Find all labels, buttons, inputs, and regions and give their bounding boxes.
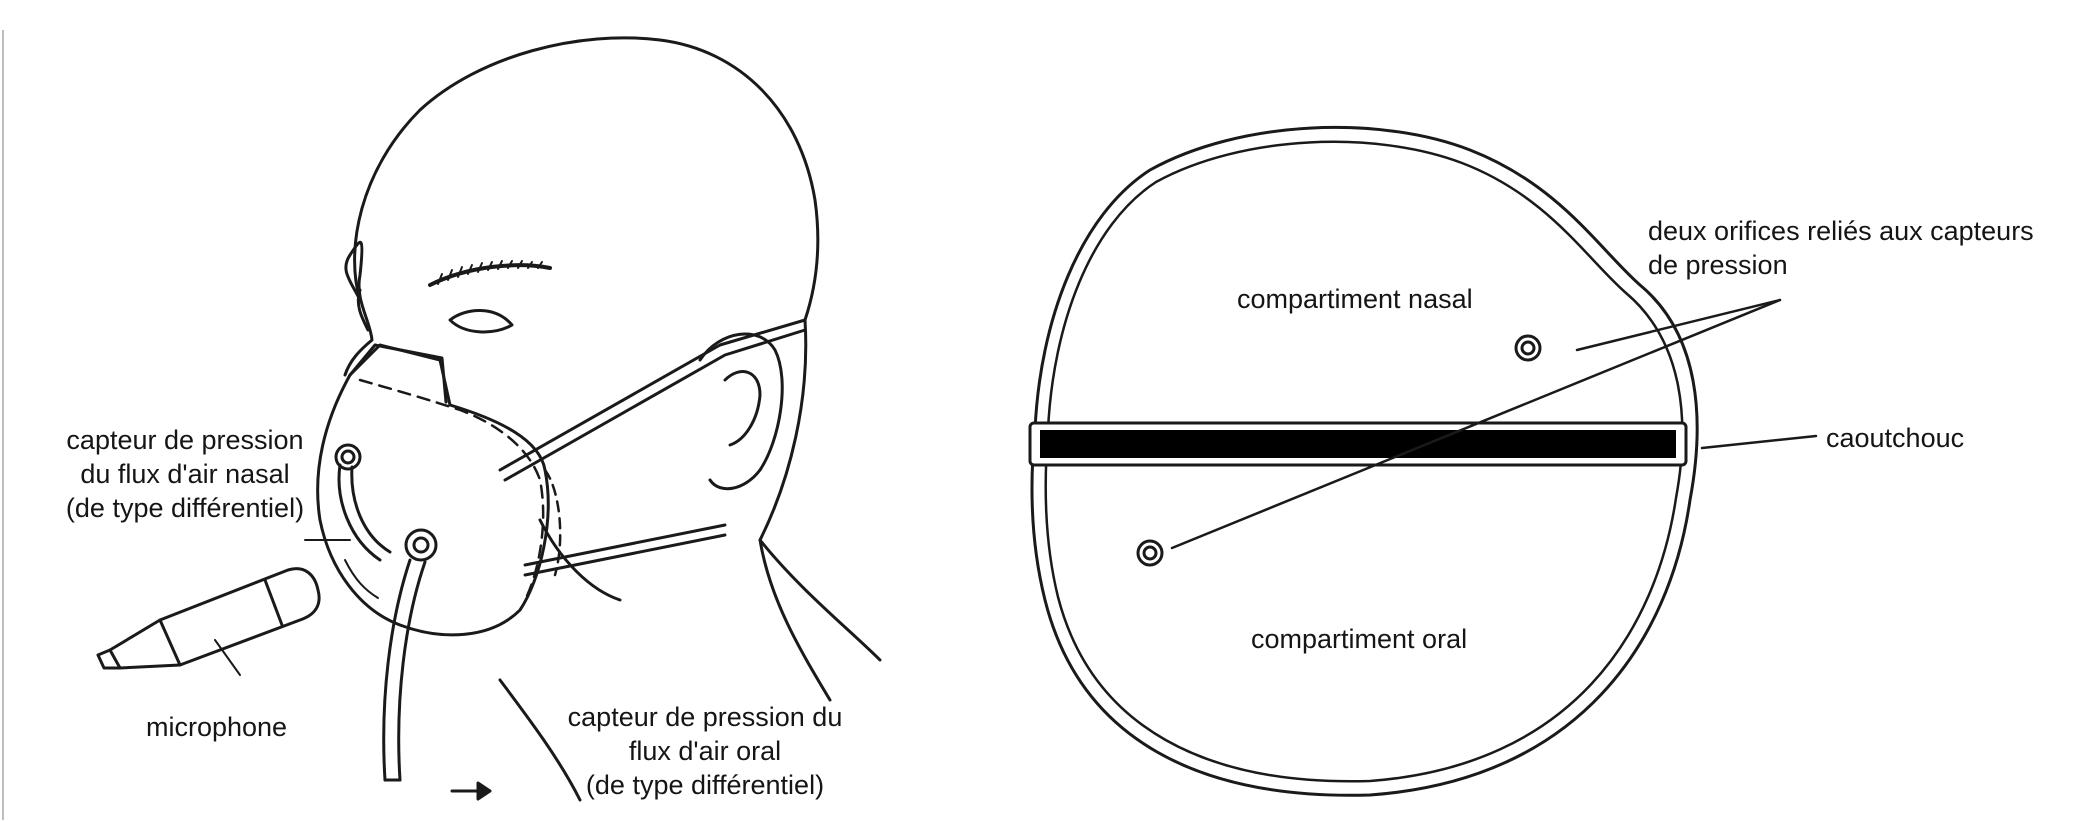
label-nasal-sensor-line-1: capteur de pression	[40, 423, 330, 457]
ear-inner	[725, 372, 760, 445]
label-oral-compartment: compartiment oral	[1251, 622, 1467, 656]
oral-tube	[384, 560, 410, 780]
oral-arrow-head	[478, 783, 490, 799]
mask-seam	[360, 380, 543, 600]
rubber-leader	[1702, 436, 1816, 448]
orifice-oral-inner	[1144, 547, 1156, 559]
orifice-nasal	[1516, 336, 1540, 360]
oral-port	[406, 530, 436, 560]
neck-back-outline	[760, 320, 880, 660]
label-oral-sensor-line-1: capteur de pression du	[530, 700, 880, 734]
orifice-oral	[1138, 541, 1162, 565]
label-orifices-line-2: de pression	[1648, 248, 2034, 282]
oral-port-inner	[414, 538, 428, 552]
label-oral-sensor-line-2: flux d'air oral	[530, 734, 880, 768]
label-nasal-sensor-line-3: (de type différentiel)	[40, 491, 330, 525]
oral-tube-2	[399, 562, 425, 780]
head-outline	[355, 38, 818, 320]
mask-strap-lower-2	[525, 535, 725, 575]
neck-front	[760, 540, 830, 700]
label-nasal-compartment: compartiment nasal	[1237, 282, 1473, 316]
label-nasal-sensor-line-2: du flux d'air nasal	[40, 457, 330, 491]
nasal-port-inner	[342, 451, 354, 463]
microphone-body	[160, 569, 319, 665]
label-orifices: deux orifices reliés aux capteurs de pre…	[1648, 214, 2034, 282]
chin-stroke	[345, 560, 378, 598]
rubber-divider-fill	[1040, 430, 1676, 458]
orifice-nasal-inner	[1522, 342, 1534, 354]
eye	[450, 310, 512, 331]
ear	[700, 334, 782, 489]
label-oral-sensor-line-3: (de type différentiel)	[530, 768, 880, 802]
label-oral-sensor: capteur de pression du flux d'air oral (…	[530, 700, 880, 802]
label-microphone: microphone	[146, 710, 287, 744]
label-nasal-sensor: capteur de pression du flux d'air nasal …	[40, 423, 330, 525]
mask-nose-flap	[350, 345, 446, 402]
microphone-band	[265, 580, 282, 625]
label-orifices-line-1: deux orifices reliés aux capteurs	[1648, 214, 2034, 248]
label-rubber: caoutchouc	[1826, 421, 1964, 455]
